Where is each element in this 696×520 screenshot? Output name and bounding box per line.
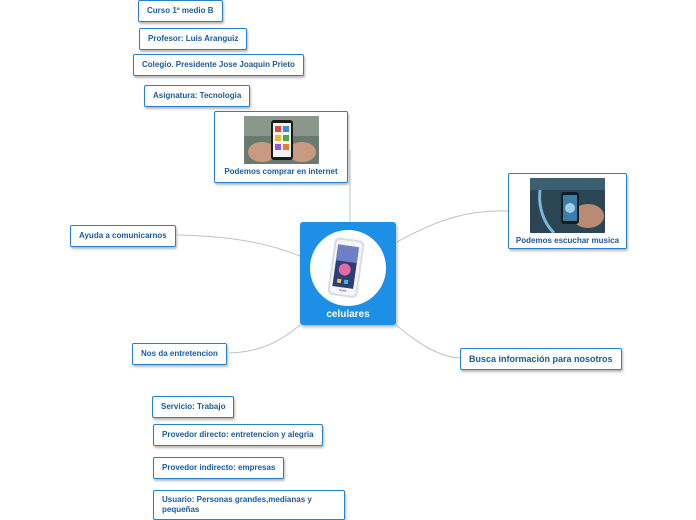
central-image-circle (310, 230, 386, 306)
teacher-label: Profesor: Luis Aranguiz (148, 34, 239, 43)
topic-node-comprar[interactable]: Podemos comprar en internet (214, 111, 348, 183)
smartphone-icon (327, 237, 365, 298)
teacher-node[interactable]: Profesor: Luis Aranguiz (139, 28, 248, 50)
topic-node-comunicarnos[interactable]: Ayuda a comunicarnos (70, 225, 176, 247)
topic-label-informacion: Busca información para nosotros (469, 354, 613, 364)
central-node[interactable]: celulares (300, 222, 396, 325)
connector-informacion (395, 324, 461, 359)
detail-node-proveedor-indirecto[interactable]: Provedor indirecto: empresas (153, 457, 285, 479)
detail-label-proveedor-directo: Provedor directo: entretencion y alegria (162, 430, 314, 439)
connector-musica (396, 210, 509, 243)
topic-label-musica: Podemos escuchar musica (515, 236, 620, 245)
topic-label-comprar: Podemos comprar en internet (224, 167, 338, 176)
subject-label: Asignatura: Tecnologia (153, 91, 242, 100)
detail-node-proveedor-directo[interactable]: Provedor directo: entretencion y alegria (153, 424, 323, 446)
school-node[interactable]: Colegio. Presidente Jose Joaquin Prieto (133, 54, 304, 76)
detail-label-servicio: Servicio: Trabajo (161, 402, 226, 411)
detail-node-servicio[interactable]: Servicio: Trabajo (152, 396, 235, 418)
detail-node-usuario[interactable]: Usuario: Personas grandes,medianas y peq… (153, 490, 345, 520)
connector-comunicarnos (176, 234, 301, 257)
shopping-phone-image (243, 116, 319, 164)
topic-node-musica[interactable]: Podemos escuchar musica (508, 173, 627, 249)
school-label: Colegio. Presidente Jose Joaquin Prieto (142, 60, 295, 69)
topic-label-comunicarnos: Ayuda a comunicarnos (79, 231, 167, 240)
topic-node-entretencion[interactable]: Nos da entretencion (132, 343, 227, 365)
detail-label-proveedor-indirecto: Provedor indirecto: empresas (162, 463, 276, 472)
topic-node-informacion[interactable]: Busca información para nosotros (460, 348, 622, 370)
subject-node[interactable]: Asignatura: Tecnologia (144, 85, 251, 107)
course-node[interactable]: Curso 1º medio B (138, 0, 223, 22)
music-phone-image (530, 178, 605, 233)
topic-label-entretencion: Nos da entretencion (141, 349, 218, 358)
course-label: Curso 1º medio B (147, 6, 214, 15)
detail-label-usuario: Usuario: Personas grandes,medianas y peq… (162, 495, 312, 514)
connector-entretencion (228, 324, 301, 354)
central-label: celulares (326, 309, 370, 320)
